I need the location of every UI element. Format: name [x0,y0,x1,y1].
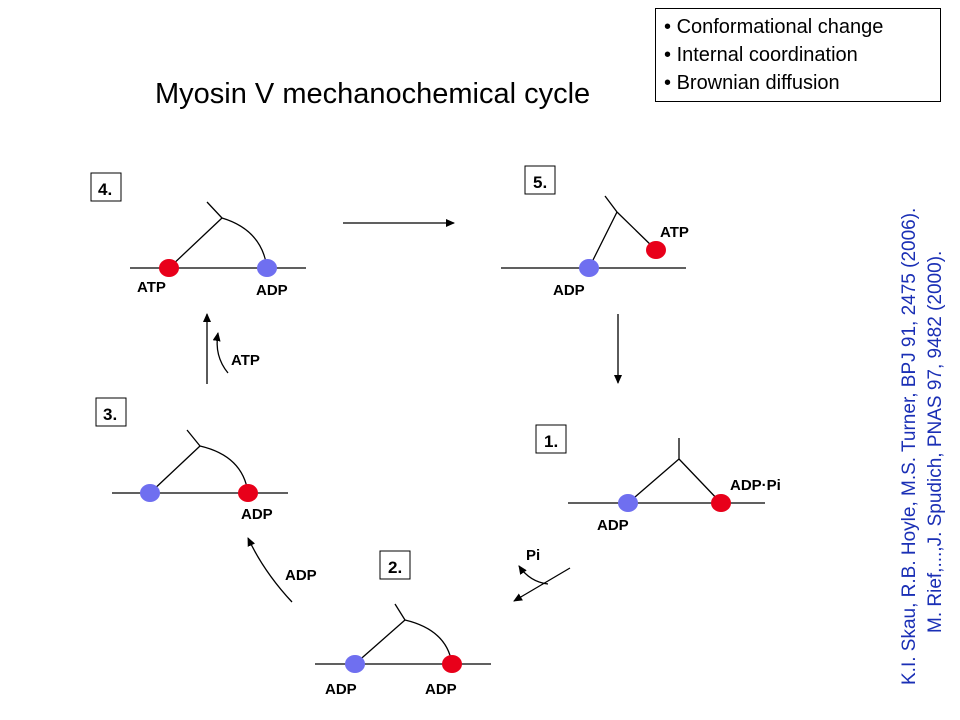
motor-head-empty [140,484,160,502]
tail [206,201,223,219]
transition-label: ATP [231,352,260,369]
motor-head-atp [646,241,666,259]
nucleotide-label: ATP [137,279,166,296]
state-label-box [95,397,127,427]
state-2: 2. ADP ADP [315,550,491,698]
motor-head-adp [257,259,277,277]
nucleotide-label: ADP [553,282,585,299]
lever-arm [149,445,201,494]
motor-head-adp [579,259,599,277]
motor-head-atp [159,259,179,277]
lever-arm [354,619,406,665]
state-label-box [90,172,122,202]
transition-label: ADP [285,567,317,584]
lever-arm [199,445,249,494]
nucleotide-label: ADP·Pi [730,477,781,494]
legend-item: • Conformational change [664,16,884,38]
state-label: 2. [388,558,402,577]
lever-arm [627,458,680,504]
binding-arrow [212,332,229,374]
transition-arrow [513,567,571,602]
lever-arm [588,211,618,269]
lever-arm [678,458,722,504]
legend-item: • Brownian diffusion [664,72,840,94]
state-label-box [379,550,411,580]
tail [604,195,618,213]
tail [186,429,201,447]
motor-head-adp-pi [711,494,731,512]
nucleotide-label: ADP [325,681,357,698]
state-5: 5. ADP ATP [501,165,689,299]
motor-head-adp [238,484,258,502]
lever-arm [221,217,268,269]
state-1: 1. ADP ADP·Pi [535,424,781,534]
state-4: 4. ATP ADP [90,172,306,299]
nucleotide-label: ADP [256,282,288,299]
state-label-box [524,165,556,195]
release-arrow [518,565,549,585]
legend-box: • Conformational change • Internal coord… [655,8,941,102]
state-label: 4. [98,180,112,199]
reference-2: M. Rief,...,J. Spudich, PNAS 97, 9482 (2… [925,251,946,633]
state-label: 1. [544,432,558,451]
reference-1: K.I. Skau, R.B. Hoyle, M.S. Turner, BPJ … [899,208,920,685]
nucleotide-label: ADP [425,681,457,698]
transition-arrow [247,537,293,603]
nucleotide-label: ADP [241,506,273,523]
tail [394,603,406,621]
state-3: 3. ADP [95,397,288,523]
nucleotide-label: ADP [597,517,629,534]
page-title: Myosin V mechanochemical cycle [155,78,591,110]
state-label-box [535,424,567,454]
transition-label: Pi [526,547,540,564]
state-label: 5. [533,173,547,192]
nucleotide-label: ATP [660,224,689,241]
motor-head-adp [618,494,638,512]
lever-arm [168,217,223,269]
motor-head-adp [345,655,365,673]
lever-arm [404,619,453,665]
state-label: 3. [103,405,117,424]
motor-head-adp [442,655,462,673]
legend-item: • Internal coordination [664,44,858,66]
